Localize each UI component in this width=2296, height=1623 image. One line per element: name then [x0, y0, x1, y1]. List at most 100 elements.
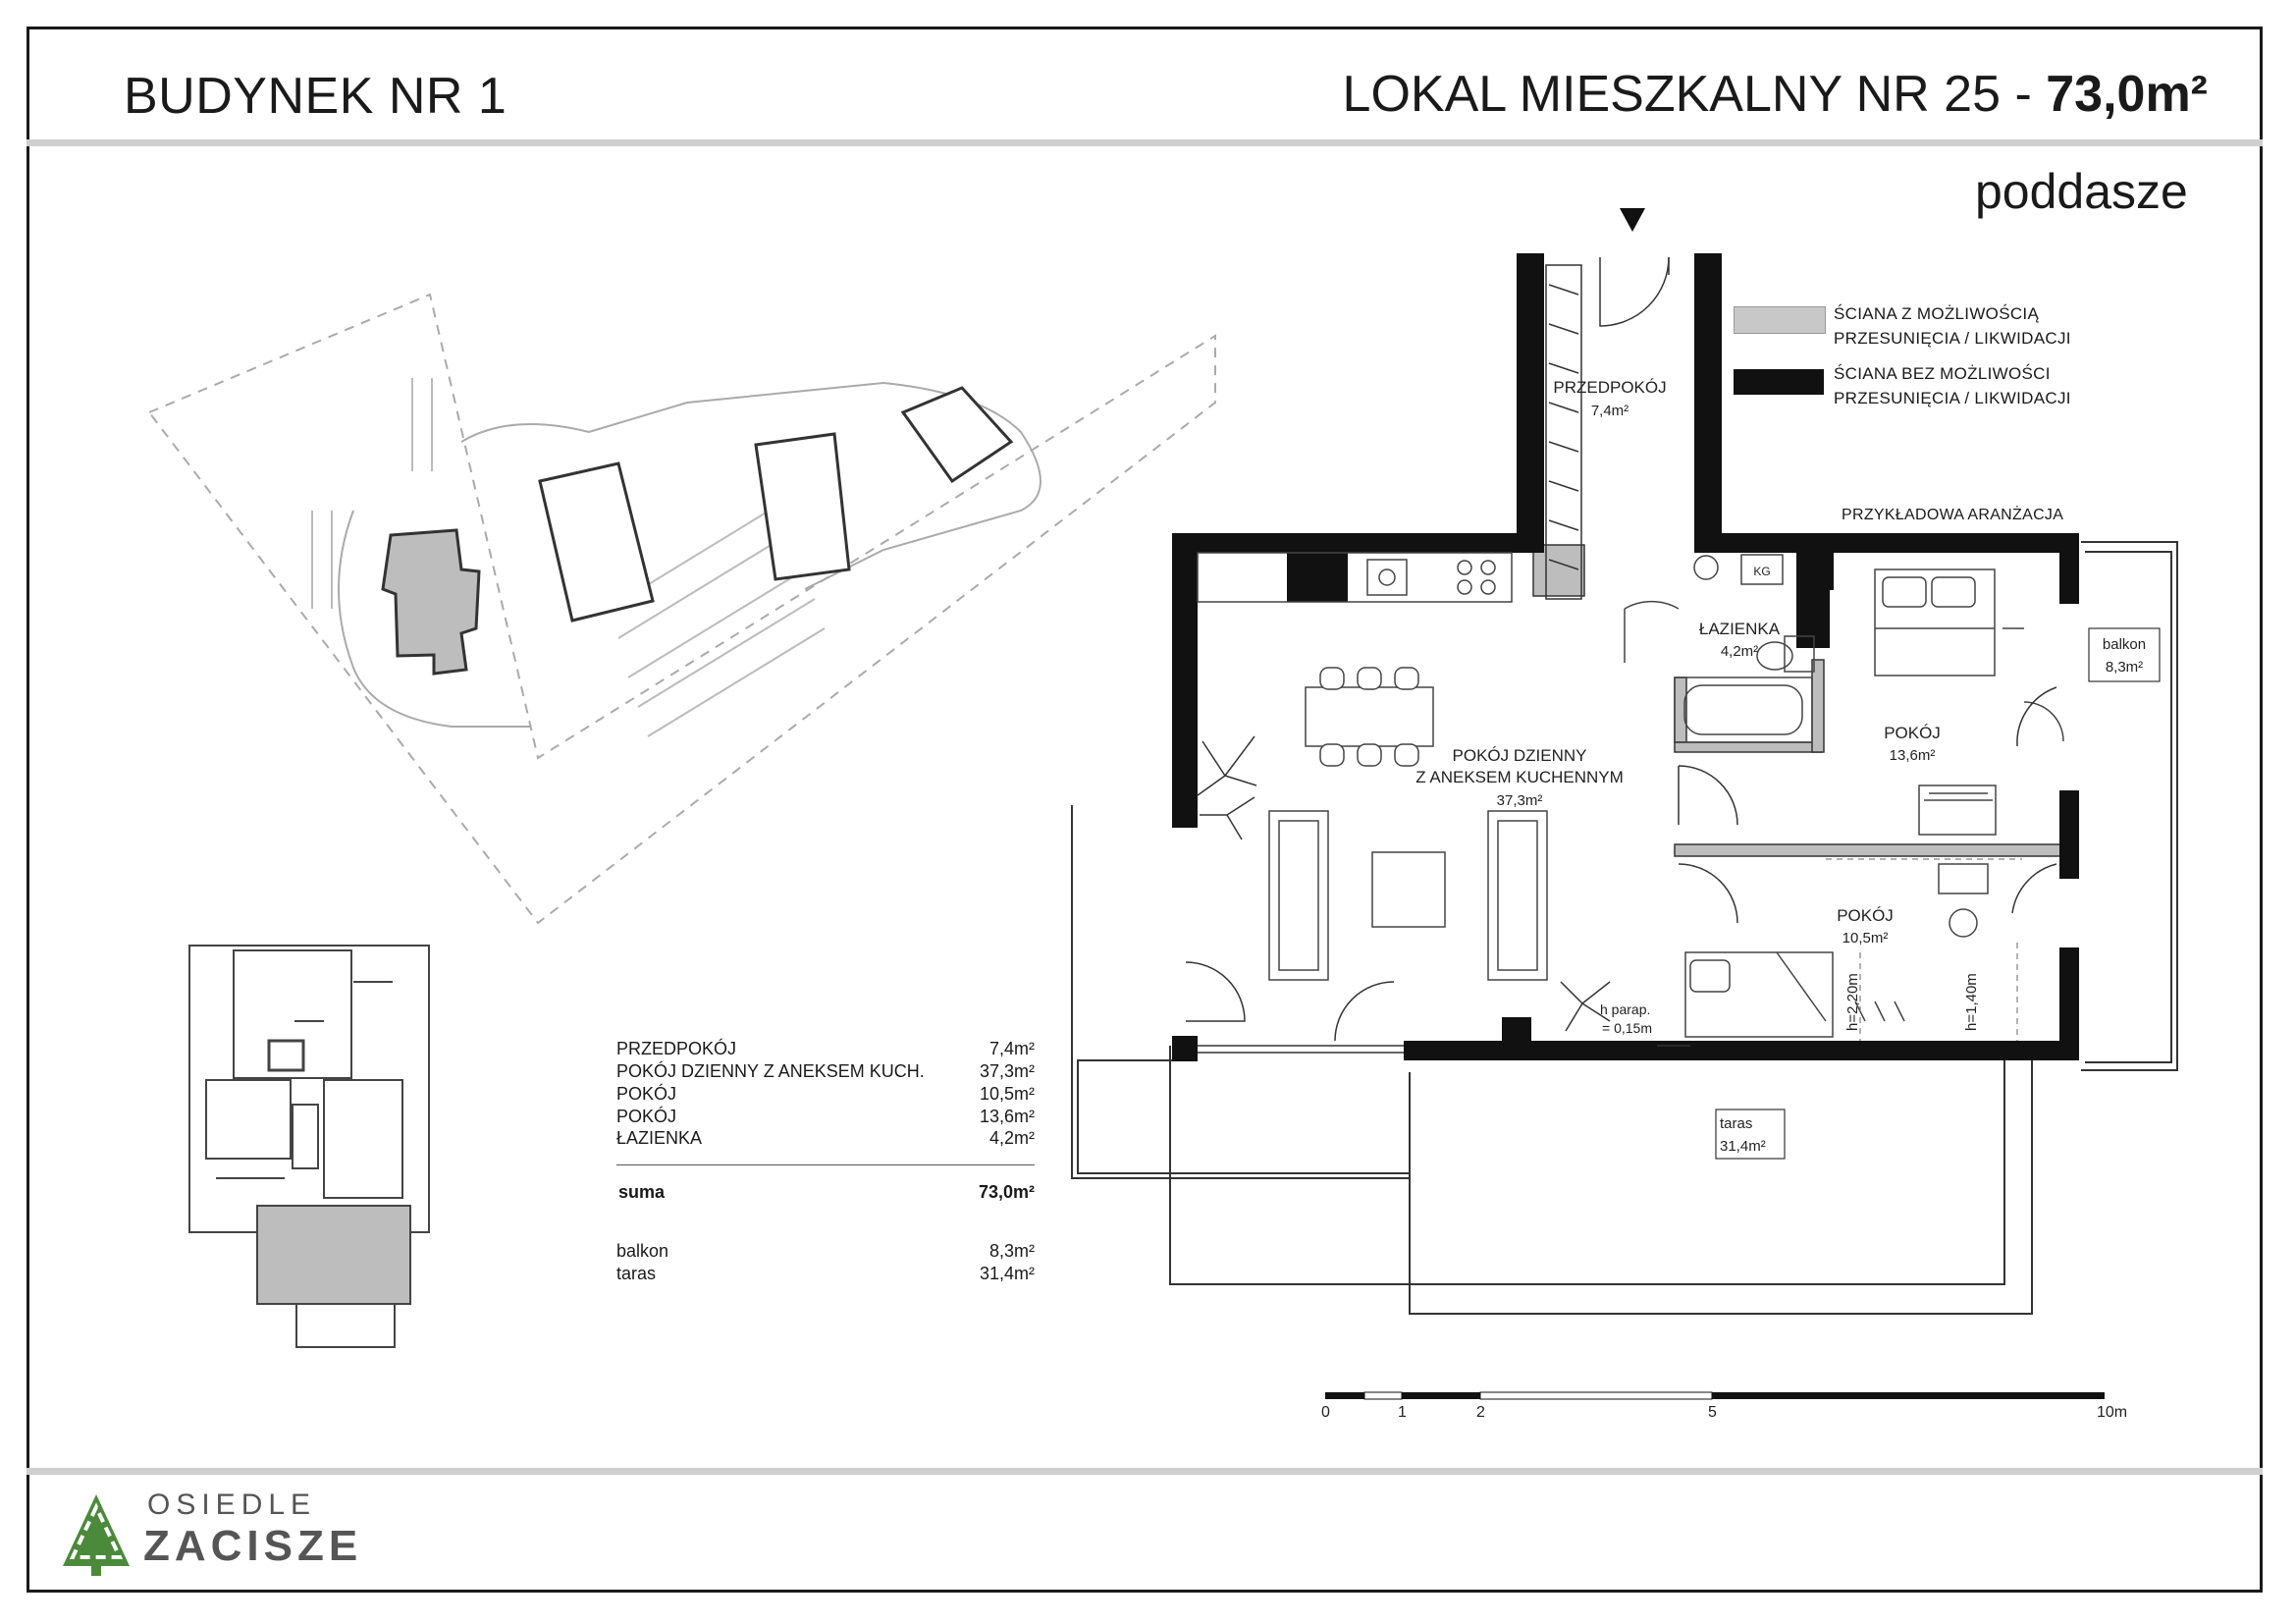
living-doors	[1185, 961, 1690, 1054]
area-table-sum-row: suma 73,0m²	[616, 1182, 1035, 1204]
bath-area: 4,2m²	[1721, 643, 1758, 660]
site-parking-2	[311, 378, 433, 609]
area-table-name: POKÓJ DZIENNY Z ANEKSEM KUCH.	[616, 1061, 925, 1081]
area-table-name: POKÓJ	[616, 1107, 677, 1126]
table-row: ŁAZIENKA 4,2m²	[616, 1128, 1035, 1150]
unit-title-prefix: LOKAL MIESZKALNY NR 25 -	[1342, 66, 2047, 123]
page-frame	[27, 27, 2263, 1593]
logo-line1: OSIEDLE	[147, 1488, 317, 1521]
header-divider	[27, 139, 2263, 146]
scale-label-10: 10m	[2097, 1404, 2128, 1421]
bedroom-1-furniture	[1874, 568, 2064, 742]
area-table-value: 7,4m²	[988, 1039, 1035, 1058]
building-title: BUDYNEK NR 1	[124, 68, 507, 125]
scale-label-5: 5	[1708, 1404, 1717, 1421]
table-row: PRZEDPOKÓJ 7,4m²	[616, 1039, 1035, 1060]
bedroom-2-furniture	[1684, 784, 1997, 1038]
entrance-arrow-icon	[1620, 208, 1645, 232]
structural-walls	[1172, 253, 2079, 1061]
height-lines	[1826, 858, 2022, 1041]
scale-bar	[1325, 1391, 2105, 1400]
scale-label-1: 1	[1398, 1404, 1407, 1421]
footer-divider	[27, 1468, 2263, 1475]
kitchen-units	[1197, 552, 1513, 603]
legend-fixed-line1: ŚCIANA BEZ MOŻLIWOŚCI	[1834, 364, 2051, 383]
legend-movable-line1: ŚCIANA Z MOŻLIWOŚCIĄ	[1834, 304, 2040, 323]
area-table-name: balkon	[616, 1241, 669, 1261]
area-table-name: ŁAZIENKA	[616, 1128, 703, 1148]
area-table-name: POKÓJ	[616, 1084, 677, 1104]
scale-label-0: 0	[1321, 1404, 1330, 1421]
site-building-4	[900, 386, 1014, 484]
dining-set	[1305, 667, 1434, 767]
table-row: POKÓJ DZIENNY Z ANEKSEM KUCH. 37,3m²	[616, 1061, 1035, 1083]
balcony-area: 8,3m²	[2106, 659, 2143, 676]
site-building-3	[754, 432, 851, 581]
area-table-value: 37,3m²	[979, 1061, 1035, 1081]
area-table-name: PRZEDPOKÓJ	[616, 1039, 737, 1058]
unit-area: 73,0m²	[2046, 66, 2208, 123]
table-row: POKÓJ 10,5m²	[616, 1084, 1035, 1106]
boiler-label: KG	[1753, 565, 1770, 578]
area-table-value: 31,4m²	[979, 1264, 1035, 1283]
key-plan	[188, 945, 430, 1348]
living-furniture	[1268, 810, 1548, 981]
room-doors	[1678, 686, 2057, 924]
area-table-value: 8,3m²	[988, 1241, 1035, 1261]
legend-movable-line2: PRZESUNIĘCIA / LIKWIDACJI	[1834, 329, 2071, 348]
area-table-name: taras	[616, 1264, 657, 1283]
entrance-door	[1599, 208, 1670, 327]
area-table-sum-name: suma	[618, 1182, 666, 1202]
parapet-height-1: h parap.	[1600, 1001, 1650, 1017]
hall-label: PRZEDPOKÓJ	[1553, 378, 1666, 397]
site-building-highlighted	[381, 528, 481, 676]
table-row: taras 31,4m²	[616, 1264, 1035, 1285]
ceiling-height-2: h=1,40m	[1963, 973, 1980, 1031]
legend-swatch-movable	[1734, 306, 1826, 334]
unit-title: LOKAL MIESZKALNY NR 25 - 73,0m²	[1343, 65, 2208, 124]
area-table-sum-value: 73,0m²	[978, 1182, 1035, 1202]
site-boundary	[147, 293, 1216, 925]
logo-tree-icon	[63, 1494, 130, 1576]
floor-name: poddasze	[1975, 164, 2188, 219]
scale-label-2: 2	[1476, 1404, 1485, 1421]
ceiling-height-1: h=2,20m	[1844, 973, 1861, 1031]
hall-wardrobe	[1545, 264, 1582, 600]
legend-fixed-line2: PRZESUNIĘCIA / LIKWIDACJI	[1834, 389, 2071, 407]
terrace-area: 31,4m²	[1720, 1138, 1766, 1155]
hall-area: 7,4m²	[1591, 403, 1629, 419]
bathroom-fixtures	[1624, 554, 1815, 743]
plant-icon	[1197, 735, 1611, 1032]
legend-fixed: ŚCIANA BEZ MOŻLIWOŚCI PRZESUNIĘCIA / LIK…	[1834, 361, 2071, 410]
table-row: POKÓJ 13,6m²	[616, 1107, 1035, 1128]
site-road	[460, 381, 1041, 590]
arrangement-title: PRZYKŁADOWA ARANŻACJA	[1842, 507, 2064, 523]
living-label-1: POKÓJ DZIENNY	[1453, 746, 1587, 765]
site-buildings	[381, 386, 1014, 676]
area-table-divider	[616, 1164, 1035, 1165]
legend-movable: ŚCIANA Z MOŻLIWOŚCIĄ PRZESUNIĘCIA / LIKW…	[1834, 301, 2071, 351]
balcony-label-box: balkon 8,3m²	[2088, 627, 2161, 682]
parapet-height-2: = 0,15m	[1602, 1020, 1652, 1036]
balcony-label: balkon	[2103, 636, 2146, 653]
room1-label: POKÓJ	[1884, 724, 1941, 742]
site-parking	[608, 500, 826, 737]
area-table-value: 13,6m²	[979, 1107, 1035, 1126]
bath-label: ŁAZIENKA	[1699, 620, 1781, 638]
site-building-2	[538, 461, 655, 622]
room2-label: POKÓJ	[1837, 906, 1894, 925]
room1-area: 13,6m²	[1890, 747, 1936, 764]
site-plan	[147, 293, 1216, 925]
terrace-outline	[1071, 541, 2178, 1315]
legend-swatch-fixed	[1734, 369, 1824, 395]
site-road-2	[338, 510, 530, 728]
terrace-label: taras	[1720, 1115, 1752, 1132]
living-label-2: Z ANEKSEM KUCHENNYM	[1415, 768, 1624, 786]
terrace-label-box: taras 31,4m²	[1715, 1109, 1786, 1160]
area-table-value: 10,5m²	[979, 1084, 1035, 1104]
table-row: balkon 8,3m²	[616, 1241, 1035, 1263]
area-table-value: 4,2m²	[988, 1128, 1035, 1148]
logo-line2: ZACISZE	[143, 1522, 363, 1570]
room2-area: 10,5m²	[1842, 930, 1889, 947]
